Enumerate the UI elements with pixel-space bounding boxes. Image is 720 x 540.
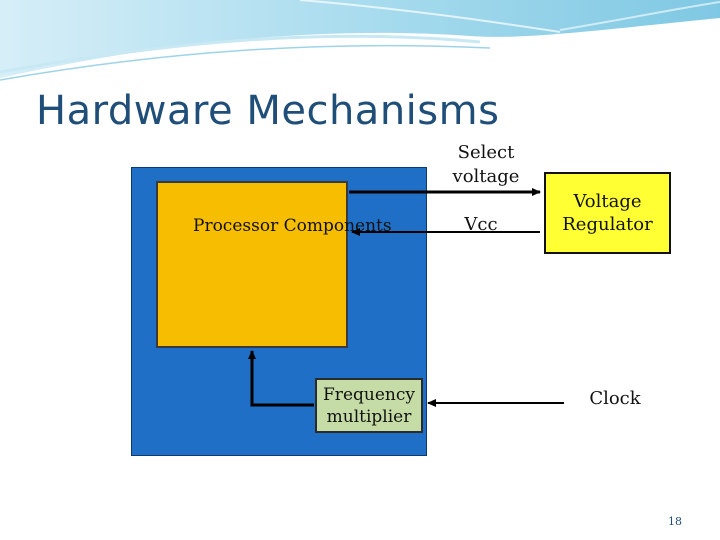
header-swoosh-decoration [0,0,720,81]
multiplier-to-processor-arrow [248,350,314,407]
processor-components-box [156,181,348,348]
select-voltage-label: Select voltage [452,142,520,187]
vcc-label: Vcc [464,214,498,235]
clock-label: Clock [589,388,641,409]
frequency-multiplier-label: Frequency multiplier [323,384,415,427]
frequency-multiplier-box: Frequency multiplier [315,378,423,433]
page-number: 18 [668,515,682,528]
voltage-regulator-label: Voltage Regulator [562,191,653,235]
slide-title: Hardware Mechanisms [36,88,500,134]
voltage-regulator-box: Voltage Regulator [544,172,671,254]
